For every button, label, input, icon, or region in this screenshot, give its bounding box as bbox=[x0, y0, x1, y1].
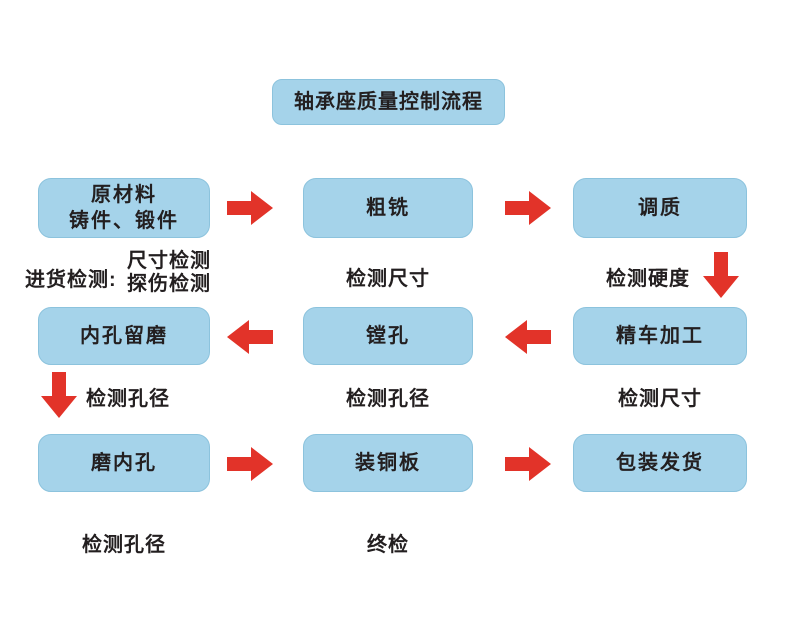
node-rough-milling: 粗铣 bbox=[303, 178, 473, 238]
caption-inspect-hardness: 检测硬度 bbox=[606, 268, 690, 290]
arrow-right-icon bbox=[227, 188, 273, 228]
caption-inspect-hole-diameter-grinding: 检测孔径 bbox=[82, 534, 166, 556]
node-fit-copper-plate-label: 装铜板 bbox=[355, 452, 421, 474]
arrow-down-icon bbox=[700, 252, 742, 298]
arrow-down-icon bbox=[38, 372, 80, 418]
node-hole-grinding-allowance: 内孔留磨 bbox=[38, 307, 210, 365]
node-hole-grinding-allowance-label: 内孔留磨 bbox=[80, 325, 168, 347]
node-fine-turning: 精车加工 bbox=[573, 307, 747, 365]
node-raw-material-line2: 铸件、锻件 bbox=[69, 210, 179, 232]
caption-incoming-item-1: 尺寸检测 bbox=[127, 250, 211, 272]
node-raw-material: 原材料 铸件、锻件 bbox=[38, 178, 210, 238]
node-boring-label: 镗孔 bbox=[366, 325, 410, 347]
arrow-right-icon bbox=[227, 444, 273, 484]
arrow-left-icon bbox=[227, 317, 273, 357]
node-fine-turning-label: 精车加工 bbox=[616, 325, 704, 347]
caption-incoming-inspection-items: 尺寸检测 探伤检测 bbox=[127, 250, 211, 296]
node-grind-inner-hole: 磨内孔 bbox=[38, 434, 210, 492]
caption-inspect-hole-diameter-boring: 检测孔径 bbox=[346, 388, 430, 410]
node-quench-temper: 调质 bbox=[573, 178, 747, 238]
caption-inspect-hole-diameter-row2: 检测孔径 bbox=[86, 388, 170, 410]
node-pack-and-ship: 包装发货 bbox=[573, 434, 747, 492]
node-fit-copper-plate: 装铜板 bbox=[303, 434, 473, 492]
node-pack-and-ship-label: 包装发货 bbox=[616, 452, 704, 474]
node-raw-material-line1: 原材料 bbox=[91, 184, 157, 206]
arrow-right-icon bbox=[505, 444, 551, 484]
node-grind-inner-hole-label: 磨内孔 bbox=[91, 452, 157, 474]
node-quench-temper-label: 调质 bbox=[638, 197, 682, 219]
flowchart-title: 轴承座质量控制流程 bbox=[294, 91, 483, 113]
caption-final-inspection: 终检 bbox=[367, 534, 409, 556]
caption-inspect-dimensions-milling: 检测尺寸 bbox=[346, 268, 430, 290]
caption-inspect-dimensions-turning: 检测尺寸 bbox=[618, 388, 702, 410]
arrow-left-icon bbox=[505, 317, 551, 357]
node-boring: 镗孔 bbox=[303, 307, 473, 365]
node-rough-milling-label: 粗铣 bbox=[366, 197, 410, 219]
caption-incoming-item-2: 探伤检测 bbox=[127, 273, 211, 295]
caption-incoming-inspection-label: 进货检测: bbox=[25, 269, 117, 291]
arrow-right-icon bbox=[505, 188, 551, 228]
flowchart-title-box: 轴承座质量控制流程 bbox=[272, 79, 505, 125]
